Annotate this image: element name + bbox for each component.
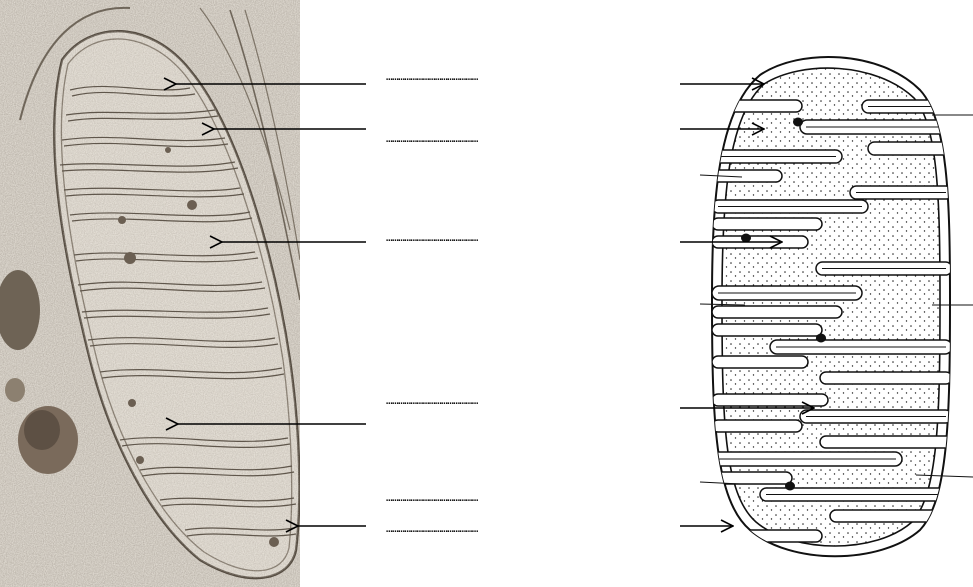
- answer-blank-2[interactable]: ………………………………………: [386, 133, 656, 145]
- answer-blank-1[interactable]: ………………………………………: [386, 71, 656, 83]
- answer-blank-3[interactable]: ………………………………………: [386, 232, 656, 244]
- answer-blank-5[interactable]: ………………………………………: [386, 492, 656, 504]
- answer-blank-4[interactable]: ………………………………………: [386, 395, 656, 407]
- answer-blank-6[interactable]: ………………………………………: [386, 523, 656, 535]
- schematic-mitochondrion: [700, 57, 973, 556]
